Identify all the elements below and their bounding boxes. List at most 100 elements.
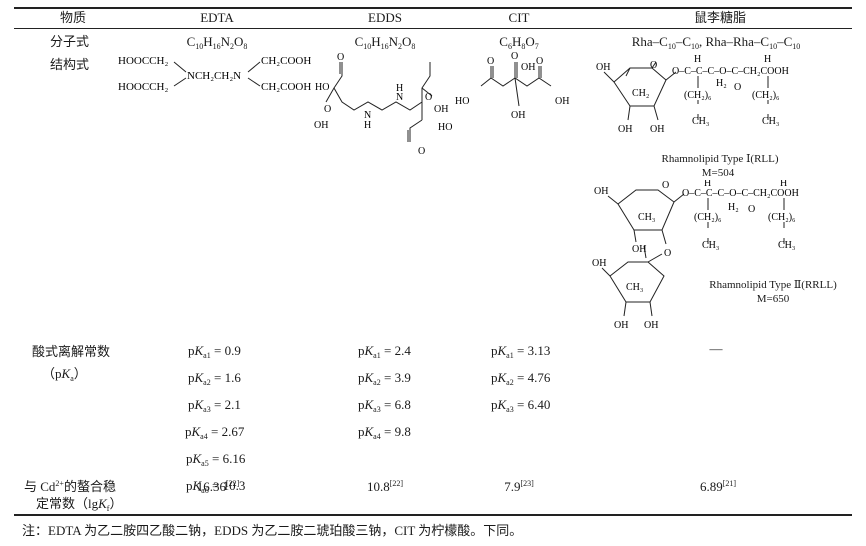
edds-n-left: N	[364, 110, 371, 121]
rll-oh-left: OH	[596, 62, 610, 73]
rrll-h2: H₂	[728, 202, 739, 213]
rll-dbl-o: O	[734, 82, 741, 93]
rll-h-1: H	[694, 54, 701, 65]
edta-ch2cooh-top: CH₂COOH	[261, 55, 311, 67]
edds-o-top-right: O	[425, 92, 432, 103]
rrll-chain: O–C–C–C–O–C–CH₂COOH	[682, 188, 799, 199]
formula-edds: C10H16N2O8	[354, 34, 416, 51]
edta-hooch2-top: HOOCCH₂	[118, 55, 168, 67]
pka-edta-list: pKa1 = 0.9 pKa2 = 1.6 pKa3 = 2.1 pKa4 = …	[185, 343, 247, 499]
edta-ch2cooh-bottom: CH₂COOH	[261, 81, 311, 93]
stability-rhamnolipid: 6.89[21]	[699, 479, 737, 494]
edds-o-top-left: O	[337, 52, 344, 63]
rll-structure: OH CH₂ OH OH O O–C–C–C–O–C–CH₂COOH H H₂ …	[596, 54, 789, 135]
pka-cit-3: pKa3 = 6.40	[491, 397, 551, 414]
edta-backbone: NCH₂CH₂N	[187, 70, 241, 82]
rll-ch2-ring: CH₂	[632, 88, 649, 99]
stability-edds: 10.8[22]	[366, 479, 404, 494]
label-stability-line2: 定常数（lgKf）	[36, 496, 123, 513]
bottom-rule	[14, 514, 852, 516]
rll-ch3-1: CH₃	[692, 116, 709, 127]
rll-chain: O–C–C–C–O–C–CH₂COOH	[672, 66, 789, 77]
pka-edds-4: pKa4 = 9.8	[358, 424, 411, 441]
label-structure: 结构式	[50, 57, 90, 72]
formula-edta: C10H16N2O8	[186, 34, 248, 51]
rrll-name: Rhamnolipid Type Ⅱ(RRLL)	[709, 279, 837, 291]
rll-ch2n-1: (CH₂)₆	[684, 90, 712, 101]
edds-oh-1: OH	[314, 120, 328, 131]
rrll-mass: M=650	[756, 293, 790, 305]
rrll-oh-4: OH	[614, 320, 628, 331]
header-cit: CIT	[508, 10, 530, 25]
cit-o-left: O	[487, 56, 494, 67]
top-rule	[14, 7, 852, 9]
rrll-oh-5: OH	[644, 320, 658, 331]
edds-h-right: H	[396, 83, 403, 94]
header-rule	[14, 28, 852, 29]
stability-edta: 16.36[22]	[196, 479, 240, 494]
pka-edta-2: pKa2 = 1.6	[188, 370, 241, 387]
edds-oh-2: OH	[434, 104, 448, 115]
pka-rhamnolipid-dash: —	[709, 341, 723, 356]
cit-oh-right: OH	[555, 96, 569, 107]
pka-edta-4: pKa4 = 2.67	[185, 424, 245, 441]
label-pka-line1: 酸式离解常数	[32, 344, 111, 359]
stability-cit: 7.9[23]	[504, 479, 534, 494]
rll-h-2: H	[764, 54, 771, 65]
cit-o-right: O	[536, 56, 543, 67]
pka-edta-5: pKa5 = 6.16	[186, 451, 246, 468]
formula-rhamnolipid: Rha–C10–C10, Rha–Rha–C10–C10	[631, 34, 801, 51]
rrll-ch2n-1: (CH₂)₆	[694, 212, 722, 223]
pka-cit-2: pKa2 = 4.76	[491, 370, 551, 387]
edds-o-bottom: O	[418, 146, 425, 157]
rrll-ch3-ring2: CH₃	[626, 282, 643, 293]
edds-h-left: H	[364, 120, 371, 131]
table-note: 注：EDTA 为乙二胺四乙酸二钠，EDDS 为乙二胺二琥珀酸三钠，CIT 为柠檬…	[22, 523, 523, 538]
pka-edds-1: pKa1 = 2.4	[358, 343, 411, 360]
rrll-ring1-o: O	[662, 180, 669, 191]
edds-n-right: N	[396, 92, 403, 103]
rll-name: Rhamnolipid Type Ⅰ(RLL)	[661, 153, 779, 165]
header-edds: EDDS	[368, 10, 402, 25]
edds-ho-2: HO	[438, 122, 452, 133]
label-pka-line2: （pKa）	[42, 366, 87, 383]
pka-cit-1: pKa1 = 3.13	[491, 343, 551, 360]
rrll-oh-2: OH	[632, 244, 646, 255]
header-edta: EDTA	[200, 10, 234, 25]
cit-oh-bottom: OH	[511, 110, 525, 121]
rll-ring-o: O	[650, 60, 657, 71]
rll-ch3-2: CH₃	[762, 116, 779, 127]
label-stability-line1: 与 Cd2+的螯合稳	[24, 479, 116, 494]
rrll-ch2n-2: (CH₂)₆	[768, 212, 796, 223]
cit-structure: O OH HO O O OH OH	[455, 51, 569, 121]
rrll-oh-1: OH	[594, 186, 608, 197]
pka-edta-6: pKa6 = 10.3	[186, 478, 246, 495]
rrll-ch3-1: CH₃	[702, 240, 719, 251]
rrll-ring-link-o: O	[664, 248, 671, 259]
rll-oh-bottom-left: OH	[618, 124, 632, 135]
pka-cit-list: pKa1 = 3.13 pKa2 = 4.76 pKa3 = 6.40	[491, 343, 550, 418]
rrll-h-1: H	[704, 180, 711, 189]
edds-o-mid: O	[324, 104, 331, 115]
rrll-structure: OH CH₃ OH O O OH CH₃ O OH OH O–C–C–C–O–C…	[592, 180, 799, 331]
header-property: 物质	[60, 10, 87, 25]
rrll-oh-3: OH	[592, 258, 606, 269]
header-rhamnolipid: 鼠李糖脂	[693, 10, 747, 25]
edds-structure: O HO O OH N H N H O OH HO OH O	[314, 52, 452, 157]
rrll-ch3-ring1: CH₃	[638, 212, 655, 223]
rll-ch2n-2: (CH₂)₆	[752, 90, 780, 101]
pka-edds-2: pKa2 = 3.9	[358, 370, 411, 387]
pka-edta-3: pKa3 = 2.1	[188, 397, 241, 414]
cit-ho: HO	[455, 96, 469, 107]
rll-mass: M=504	[701, 167, 735, 179]
rrll-dbl-o: O	[748, 204, 755, 215]
edds-ho-1: HO	[315, 82, 329, 93]
label-formula: 分子式	[50, 34, 90, 49]
edta-structure: HOOCCH₂ HOOCCH₂ NCH₂CH₂N CH₂COOH CH₂COOH	[118, 55, 311, 93]
rrll-h-2: H	[780, 180, 787, 189]
cit-oh-top: OH	[521, 62, 535, 73]
pka-edds-list: pKa1 = 2.4 pKa2 = 3.9 pKa3 = 6.8 pKa4 = …	[358, 343, 411, 445]
rrll-ch3-2: CH₃	[778, 240, 795, 251]
rll-oh-bottom-right: OH	[650, 124, 664, 135]
cit-o-top: O	[511, 51, 518, 62]
